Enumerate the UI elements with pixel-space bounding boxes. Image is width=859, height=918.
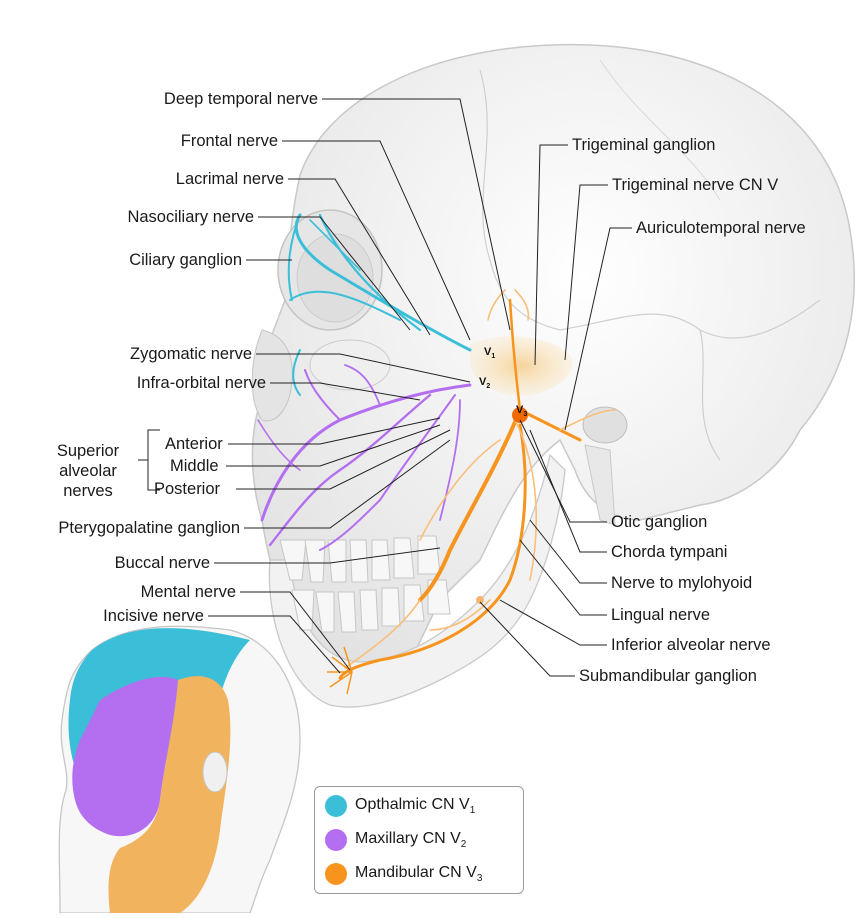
tag-v3: V3 bbox=[516, 404, 527, 418]
tag-v2: V2 bbox=[479, 376, 490, 390]
legend: Opthalmic CN V1 Maxillary CN V2 Mandibul… bbox=[314, 786, 524, 894]
label-middle: Middle bbox=[170, 456, 219, 476]
label-infra-orbital-nerve: Infra-orbital nerve bbox=[20, 373, 266, 393]
label-submandibular-ganglion: Submandibular ganglion bbox=[579, 666, 757, 686]
legend-swatch-maxillary bbox=[325, 829, 347, 851]
label-alveolar-line: alveolar bbox=[40, 461, 136, 481]
label-mental-nerve: Mental nerve bbox=[60, 582, 236, 602]
zygoma bbox=[310, 340, 390, 390]
label-auriculotemporal-nerve: Auriculotemporal nerve bbox=[636, 218, 806, 238]
legend-swatch-mandibular bbox=[325, 863, 347, 885]
head-ear bbox=[203, 752, 227, 792]
legend-label-maxillary: Maxillary CN V2 bbox=[355, 830, 466, 850]
label-nerve-to-mylohyoid: Nerve to mylohyoid bbox=[611, 573, 752, 593]
label-inferior-alveolar-nerve: Inferior alveolar nerve bbox=[611, 635, 771, 655]
label-superior-line: Superior bbox=[40, 441, 136, 461]
ear-canal bbox=[583, 407, 627, 443]
label-trigeminal-ganglion: Trigeminal ganglion bbox=[572, 135, 715, 155]
label-nasociliary-nerve: Nasociliary nerve bbox=[60, 207, 254, 227]
label-lingual-nerve: Lingual nerve bbox=[611, 605, 710, 625]
label-deep-temporal-nerve: Deep temporal nerve bbox=[80, 89, 318, 109]
legend-label-ophthalmic: Opthalmic CN V1 bbox=[355, 796, 475, 816]
label-anterior: Anterior bbox=[165, 434, 223, 454]
label-chorda-tympani: Chorda tympani bbox=[611, 542, 727, 562]
label-lacrimal-nerve: Lacrimal nerve bbox=[80, 169, 284, 189]
label-frontal-nerve: Frontal nerve bbox=[80, 131, 278, 151]
label-ciliary-ganglion: Ciliary ganglion bbox=[60, 250, 242, 270]
label-nerves-line: nerves bbox=[40, 481, 136, 501]
legend-label-mandibular: Mandibular CN V3 bbox=[355, 864, 482, 884]
tag-v1: V1 bbox=[484, 346, 495, 360]
label-posterior: Posterior bbox=[154, 479, 220, 499]
legend-item-ophthalmic: Opthalmic CN V1 bbox=[325, 793, 475, 819]
label-incisive-nerve: Incisive nerve bbox=[60, 606, 204, 626]
label-otic-ganglion: Otic ganglion bbox=[611, 512, 707, 532]
label-superior-alveolar-nerves: Superior alveolar nerves bbox=[40, 441, 136, 501]
legend-item-mandibular: Mandibular CN V3 bbox=[325, 861, 482, 887]
label-buccal-nerve: Buccal nerve bbox=[60, 553, 210, 573]
legend-swatch-ophthalmic bbox=[325, 795, 347, 817]
label-pterygopalatine-ganglion: Pterygopalatine ganglion bbox=[0, 518, 240, 538]
label-trigeminal-nerve: Trigeminal nerve CN V bbox=[612, 175, 778, 195]
submandibular-node bbox=[476, 596, 484, 604]
dermatome-head bbox=[59, 626, 300, 913]
label-zygomatic-nerve: Zygomatic nerve bbox=[40, 344, 252, 364]
legend-item-maxillary: Maxillary CN V2 bbox=[325, 827, 466, 853]
